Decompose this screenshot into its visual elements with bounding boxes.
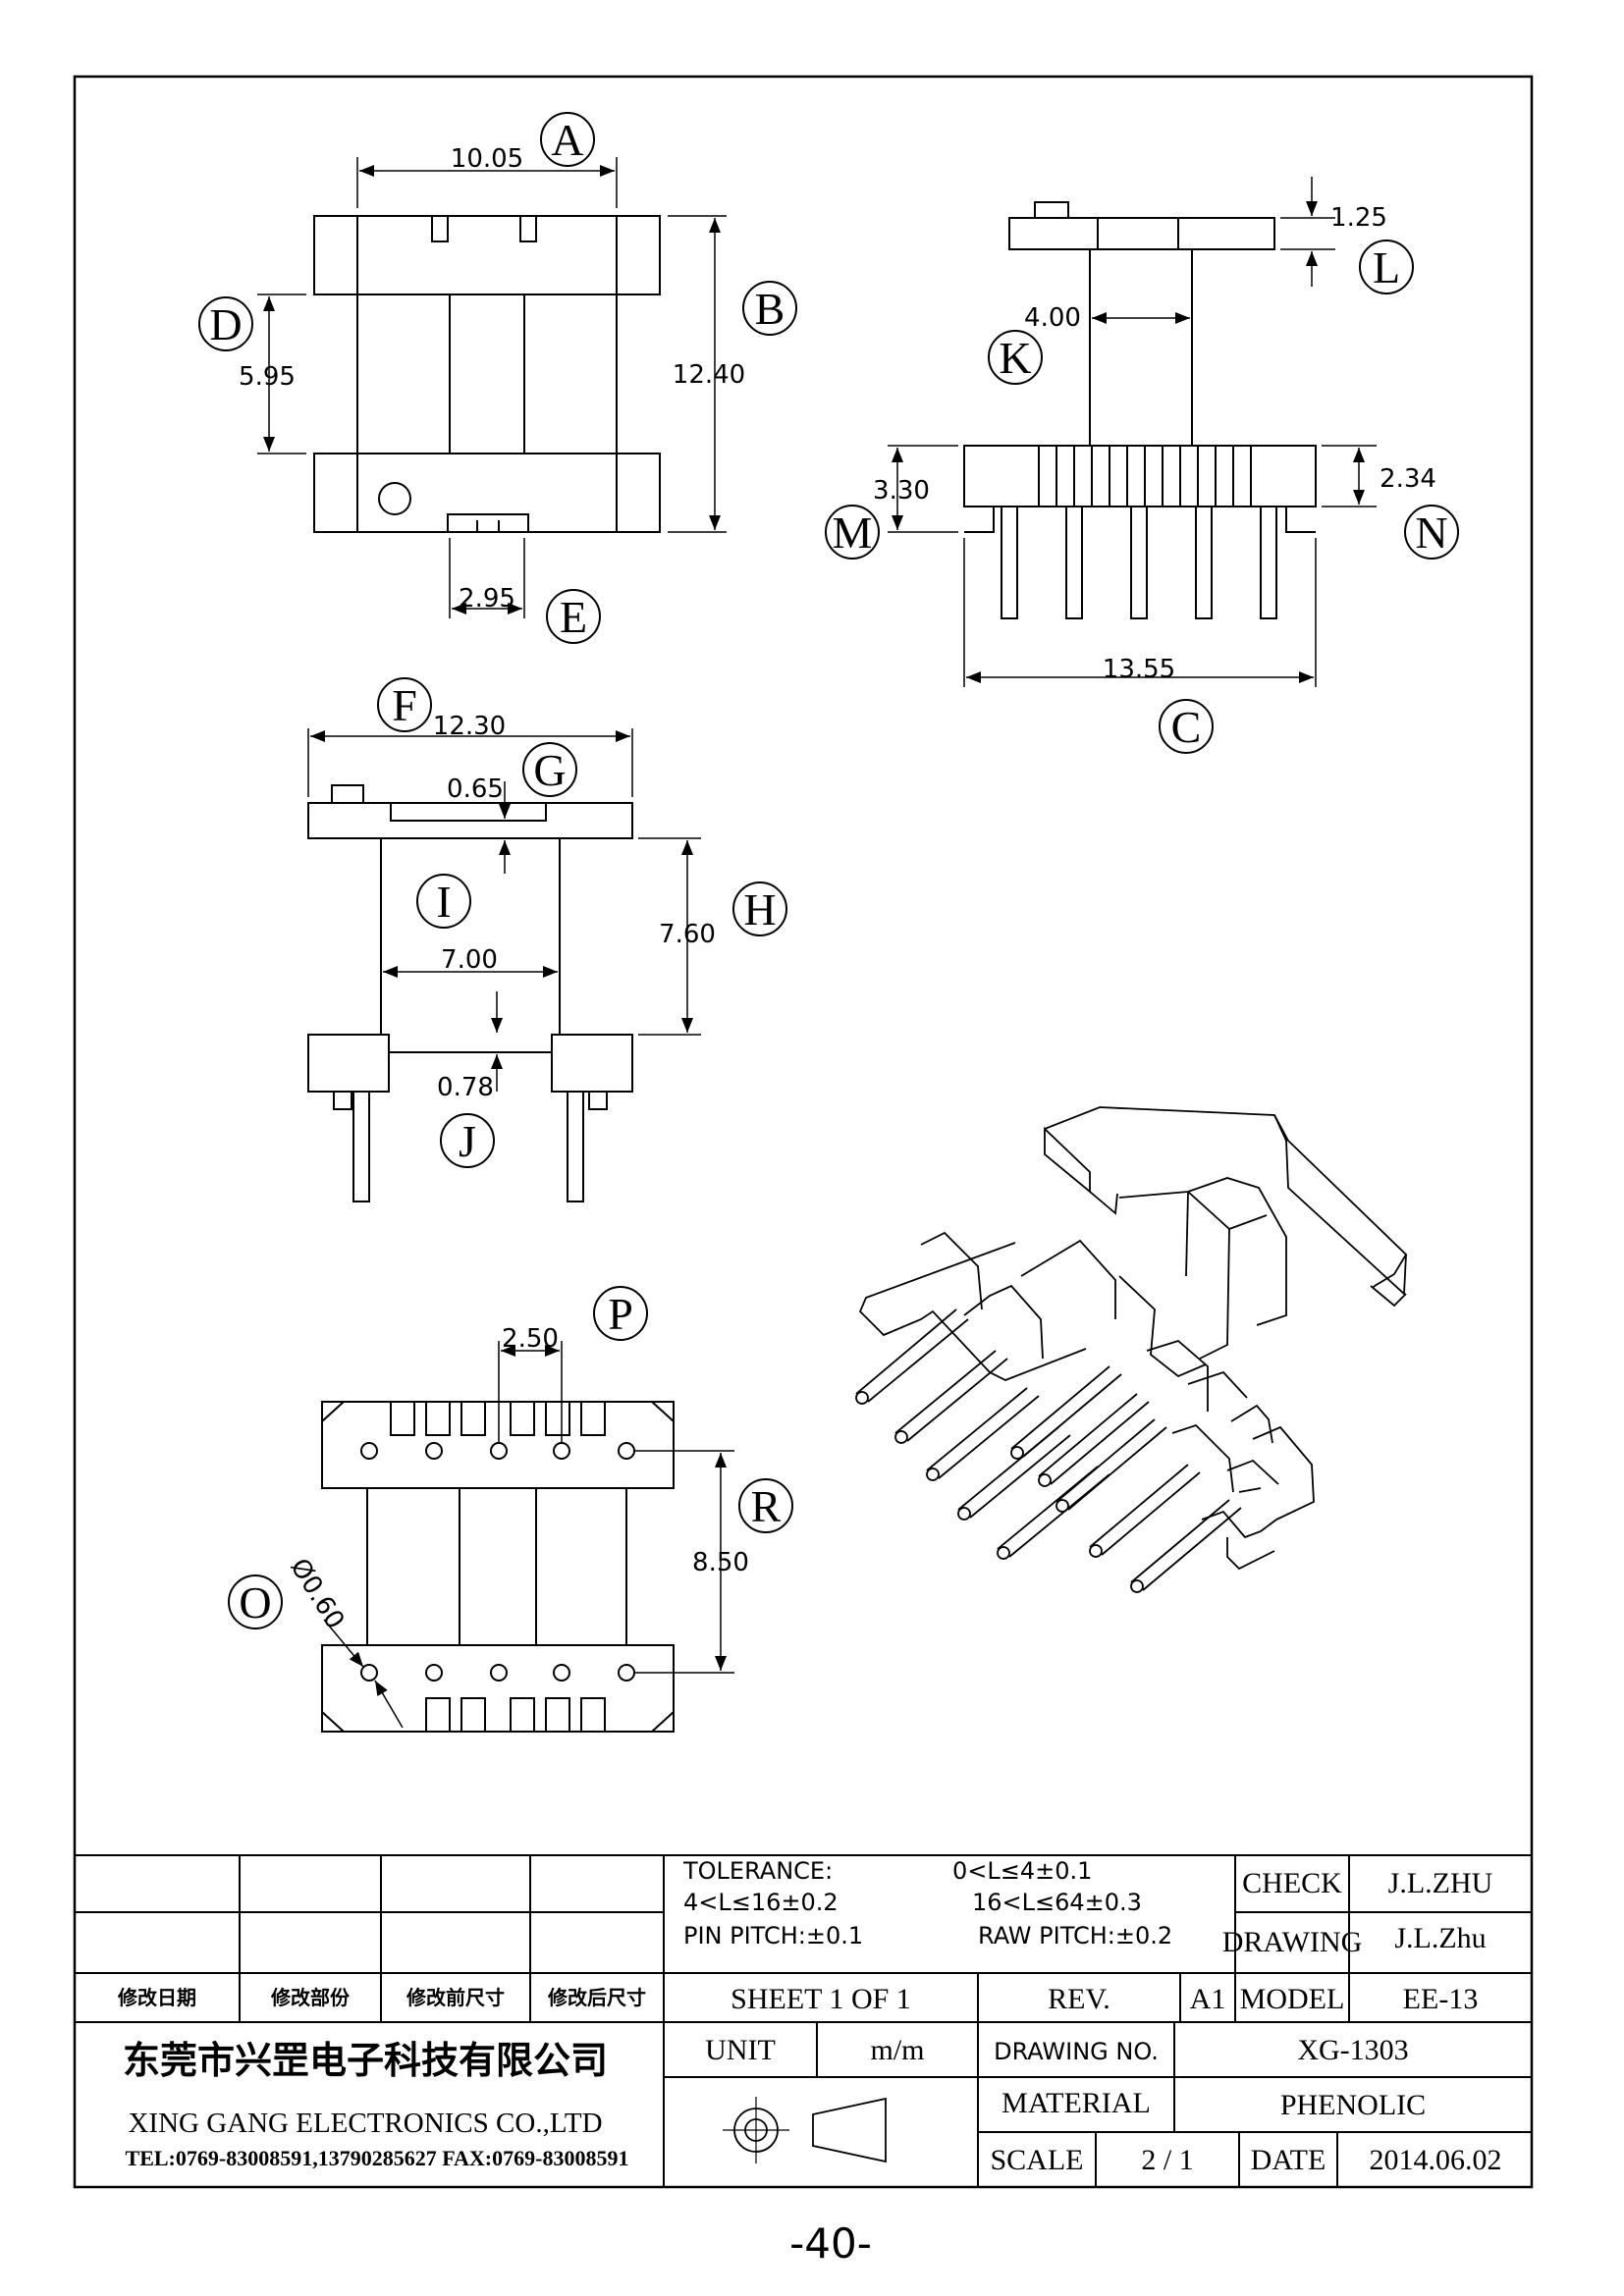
rev-label: REV. [1048, 1983, 1110, 2015]
bubble-c: C [1159, 699, 1214, 754]
tolerance-label: TOLERANCE: [682, 1857, 833, 1885]
side-view [888, 177, 1377, 687]
bubble-n: N [1404, 505, 1459, 560]
date-label: DATE [1251, 2144, 1326, 2176]
bubble-i-label: I [436, 877, 451, 927]
dim-g-value: 0.65 [447, 774, 504, 804]
bubble-r: R [738, 1478, 793, 1533]
bubble-l: L [1359, 240, 1414, 294]
dim-e-value: 2.95 [459, 584, 515, 614]
model-value: EE-13 [1403, 1983, 1479, 2015]
bubble-m: M [825, 505, 880, 560]
rev-before-header: 修改前尺寸 [406, 1986, 505, 2009]
unit-value: m/m [870, 2034, 924, 2066]
bubble-f: F [377, 677, 432, 732]
model-label: MODEL [1240, 1983, 1345, 2015]
projection-symbol-icon [723, 2097, 887, 2163]
scale-value: 2 / 1 [1141, 2144, 1193, 2176]
bubble-o-label: O [239, 1577, 271, 1628]
bubble-a-label: A [551, 115, 583, 165]
bubble-b: B [742, 281, 797, 336]
page-number: -40- [789, 2219, 872, 2268]
dim-k-value: 4.00 [1024, 303, 1081, 333]
bubble-c-label: C [1171, 702, 1202, 752]
drawing-no-label: DRAWING NO. [994, 2038, 1159, 2065]
raw-pitch: RAW PITCH:±0.2 [978, 1922, 1172, 1949]
bubble-k: K [988, 330, 1043, 385]
tolerance-range-2: 4<L≤16±0.2 [683, 1889, 839, 1916]
material-value: PHENOLIC [1280, 2089, 1426, 2121]
bubble-j-label: J [459, 1116, 476, 1166]
title-block-grid [75, 1854, 1532, 2187]
bubble-p-label: P [608, 1289, 633, 1339]
front-view [307, 728, 701, 1202]
check-value: J.L.ZHU [1388, 1867, 1493, 1899]
company-name-cn: 东莞市兴罡电子科技有限公司 [123, 2039, 608, 2082]
dim-i-value: 7.00 [441, 945, 498, 975]
rev-part-header: 修改部份 [270, 1986, 351, 2009]
bubble-f-label: F [392, 680, 417, 730]
dim-p-value: 2.50 [502, 1324, 559, 1354]
bubble-p: P [593, 1286, 648, 1341]
drawing-value: J.L.Zhu [1394, 1922, 1486, 1954]
company-tel-fax: TEL:0769-83008591,13790285627 FAX:0769-8… [126, 2146, 629, 2170]
scale-label: SCALE [990, 2144, 1083, 2176]
pin-pitch: PIN PITCH:±0.1 [683, 1922, 863, 1949]
bubble-g: G [522, 742, 577, 797]
isometric-view [855, 1106, 1408, 1593]
bubble-g-label: G [533, 745, 566, 795]
dim-j-value: 0.78 [437, 1073, 494, 1102]
dim-d-value: 5.95 [239, 362, 296, 392]
dim-l-value: 1.25 [1330, 203, 1387, 233]
bubble-k-label: K [999, 333, 1031, 383]
dim-h-value: 7.60 [659, 920, 716, 949]
bubble-h-label: H [743, 884, 776, 934]
unit-label: UNIT [705, 2034, 776, 2066]
dim-c-value: 13.55 [1103, 655, 1175, 684]
rev-after-header: 修改后尺寸 [547, 1986, 646, 2009]
bubble-r-label: R [751, 1481, 782, 1531]
bubble-b-label: B [755, 284, 785, 334]
dim-o-value: Ø0.60 [284, 1554, 350, 1634]
material-label: MATERIAL [1001, 2087, 1151, 2119]
check-label: CHECK [1242, 1867, 1342, 1899]
dim-b-value: 12.40 [673, 360, 745, 390]
bubble-e-label: E [560, 592, 587, 642]
bubble-n-label: N [1415, 507, 1447, 558]
top-view [257, 157, 727, 618]
drawing-frame [73, 75, 1534, 2189]
sheet-info: SHEET 1 OF 1 [731, 1983, 911, 2015]
drawing-label: DRAWING [1222, 1926, 1363, 1958]
rev-value: A1 [1190, 1983, 1226, 2015]
bubble-o: O [228, 1575, 283, 1629]
date-value: 2014.06.02 [1370, 2144, 1502, 2176]
bubble-a: A [540, 112, 595, 167]
tolerance-range-3: 16<L≤64±0.3 [972, 1889, 1142, 1916]
bubble-l-label: L [1373, 242, 1400, 293]
dim-f-value: 12.30 [433, 712, 506, 741]
tolerance-range-1: 0<L≤4±0.1 [952, 1857, 1092, 1885]
bubble-i: I [416, 874, 471, 929]
dim-a-value: 10.05 [451, 144, 523, 174]
dim-n-value: 2.34 [1380, 464, 1436, 494]
bubble-h: H [732, 881, 787, 936]
bubble-d: D [198, 296, 253, 351]
bubble-m-label: M [833, 507, 873, 558]
dim-r-value: 8.50 [692, 1548, 749, 1577]
rev-date-header: 修改日期 [117, 1986, 196, 2009]
bubble-d-label: D [209, 299, 242, 349]
bubble-e: E [546, 589, 601, 644]
bottom-view [321, 1341, 734, 1733]
bubble-j: J [440, 1113, 495, 1168]
dim-m-value: 3.30 [873, 476, 930, 506]
drawing-no-value: XG-1303 [1297, 2034, 1408, 2066]
company-name-en: XING GANG ELECTRONICS CO.,LTD [128, 2108, 602, 2139]
